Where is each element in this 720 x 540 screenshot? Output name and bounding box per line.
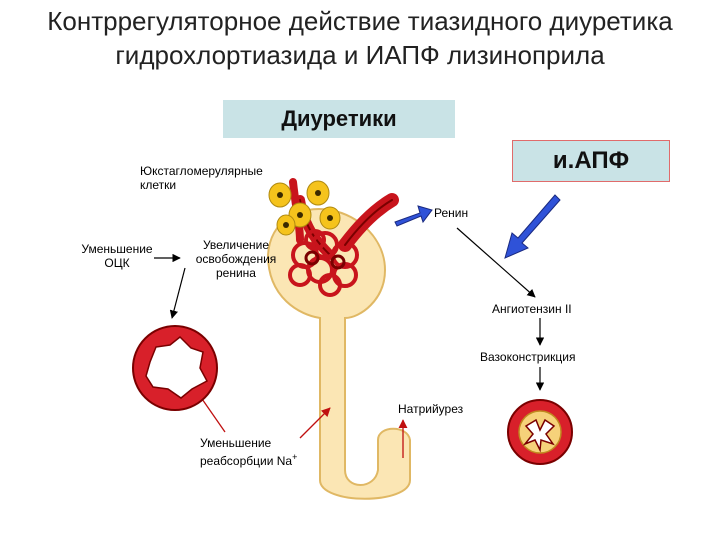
decrease-bcv-line-1: Уменьшение <box>81 242 153 256</box>
ace-inhibitor-box: и.АПФ <box>512 140 670 182</box>
increase-renin-label: Увеличение освобождения ренина <box>182 238 290 280</box>
natriuresis-label: Натрийурез <box>398 402 464 416</box>
na-reabsorption-arrow <box>299 407 331 439</box>
decrease-na-line-2: реабсорбции Na+ <box>200 450 297 468</box>
decrease-na-label: Уменьшение реабсорбции Na+ <box>200 436 297 468</box>
renal-tubule <box>266 208 411 500</box>
decrease-na-text: реабсорбции Na <box>200 454 293 468</box>
juxtaglomerular-cells <box>268 180 341 236</box>
renin-label: Ренин <box>434 206 469 220</box>
constricted-vessel-icon <box>507 399 573 465</box>
dilated-vessel-icon <box>132 325 218 411</box>
diuretics-box: Диуретики <box>223 100 455 138</box>
vessel-to-renin-arrow <box>169 267 186 319</box>
title-line-2: гидрохлортиазида и ИАПФ лизиноприла <box>115 40 605 70</box>
renin-release-arrow <box>394 205 433 227</box>
decrease-bcv-line-2: ОЦК <box>104 256 130 270</box>
juxtaglomerular-label: Юкстагломерулярные клетки <box>140 164 263 192</box>
decrease-na-line-1: Уменьшение <box>200 436 272 450</box>
renin-to-angiotensin-arrow <box>456 227 536 298</box>
decrease-bcv-label: Уменьшение ОЦК <box>78 242 156 270</box>
title-line-1: Контррегуляторное действие тиазидного ди… <box>47 6 673 36</box>
vasoconstriction-label: Вазоконстрикция <box>480 350 576 364</box>
angiotensin-label: Ангиотензин II <box>492 302 572 316</box>
juxtaglomerular-label-line-1: Юкстагломерулярные <box>140 164 263 178</box>
juxtaglomerular-label-line-2: клетки <box>140 178 177 192</box>
increase-renin-line-2: освобождения <box>195 252 277 266</box>
increase-renin-line-1: Увеличение <box>202 238 270 252</box>
tubule-shape <box>266 208 411 500</box>
increase-renin-line-3: ренина <box>216 266 256 280</box>
ace-inhibition-arrow <box>504 194 561 259</box>
na-plus-superscript: + <box>292 452 298 462</box>
